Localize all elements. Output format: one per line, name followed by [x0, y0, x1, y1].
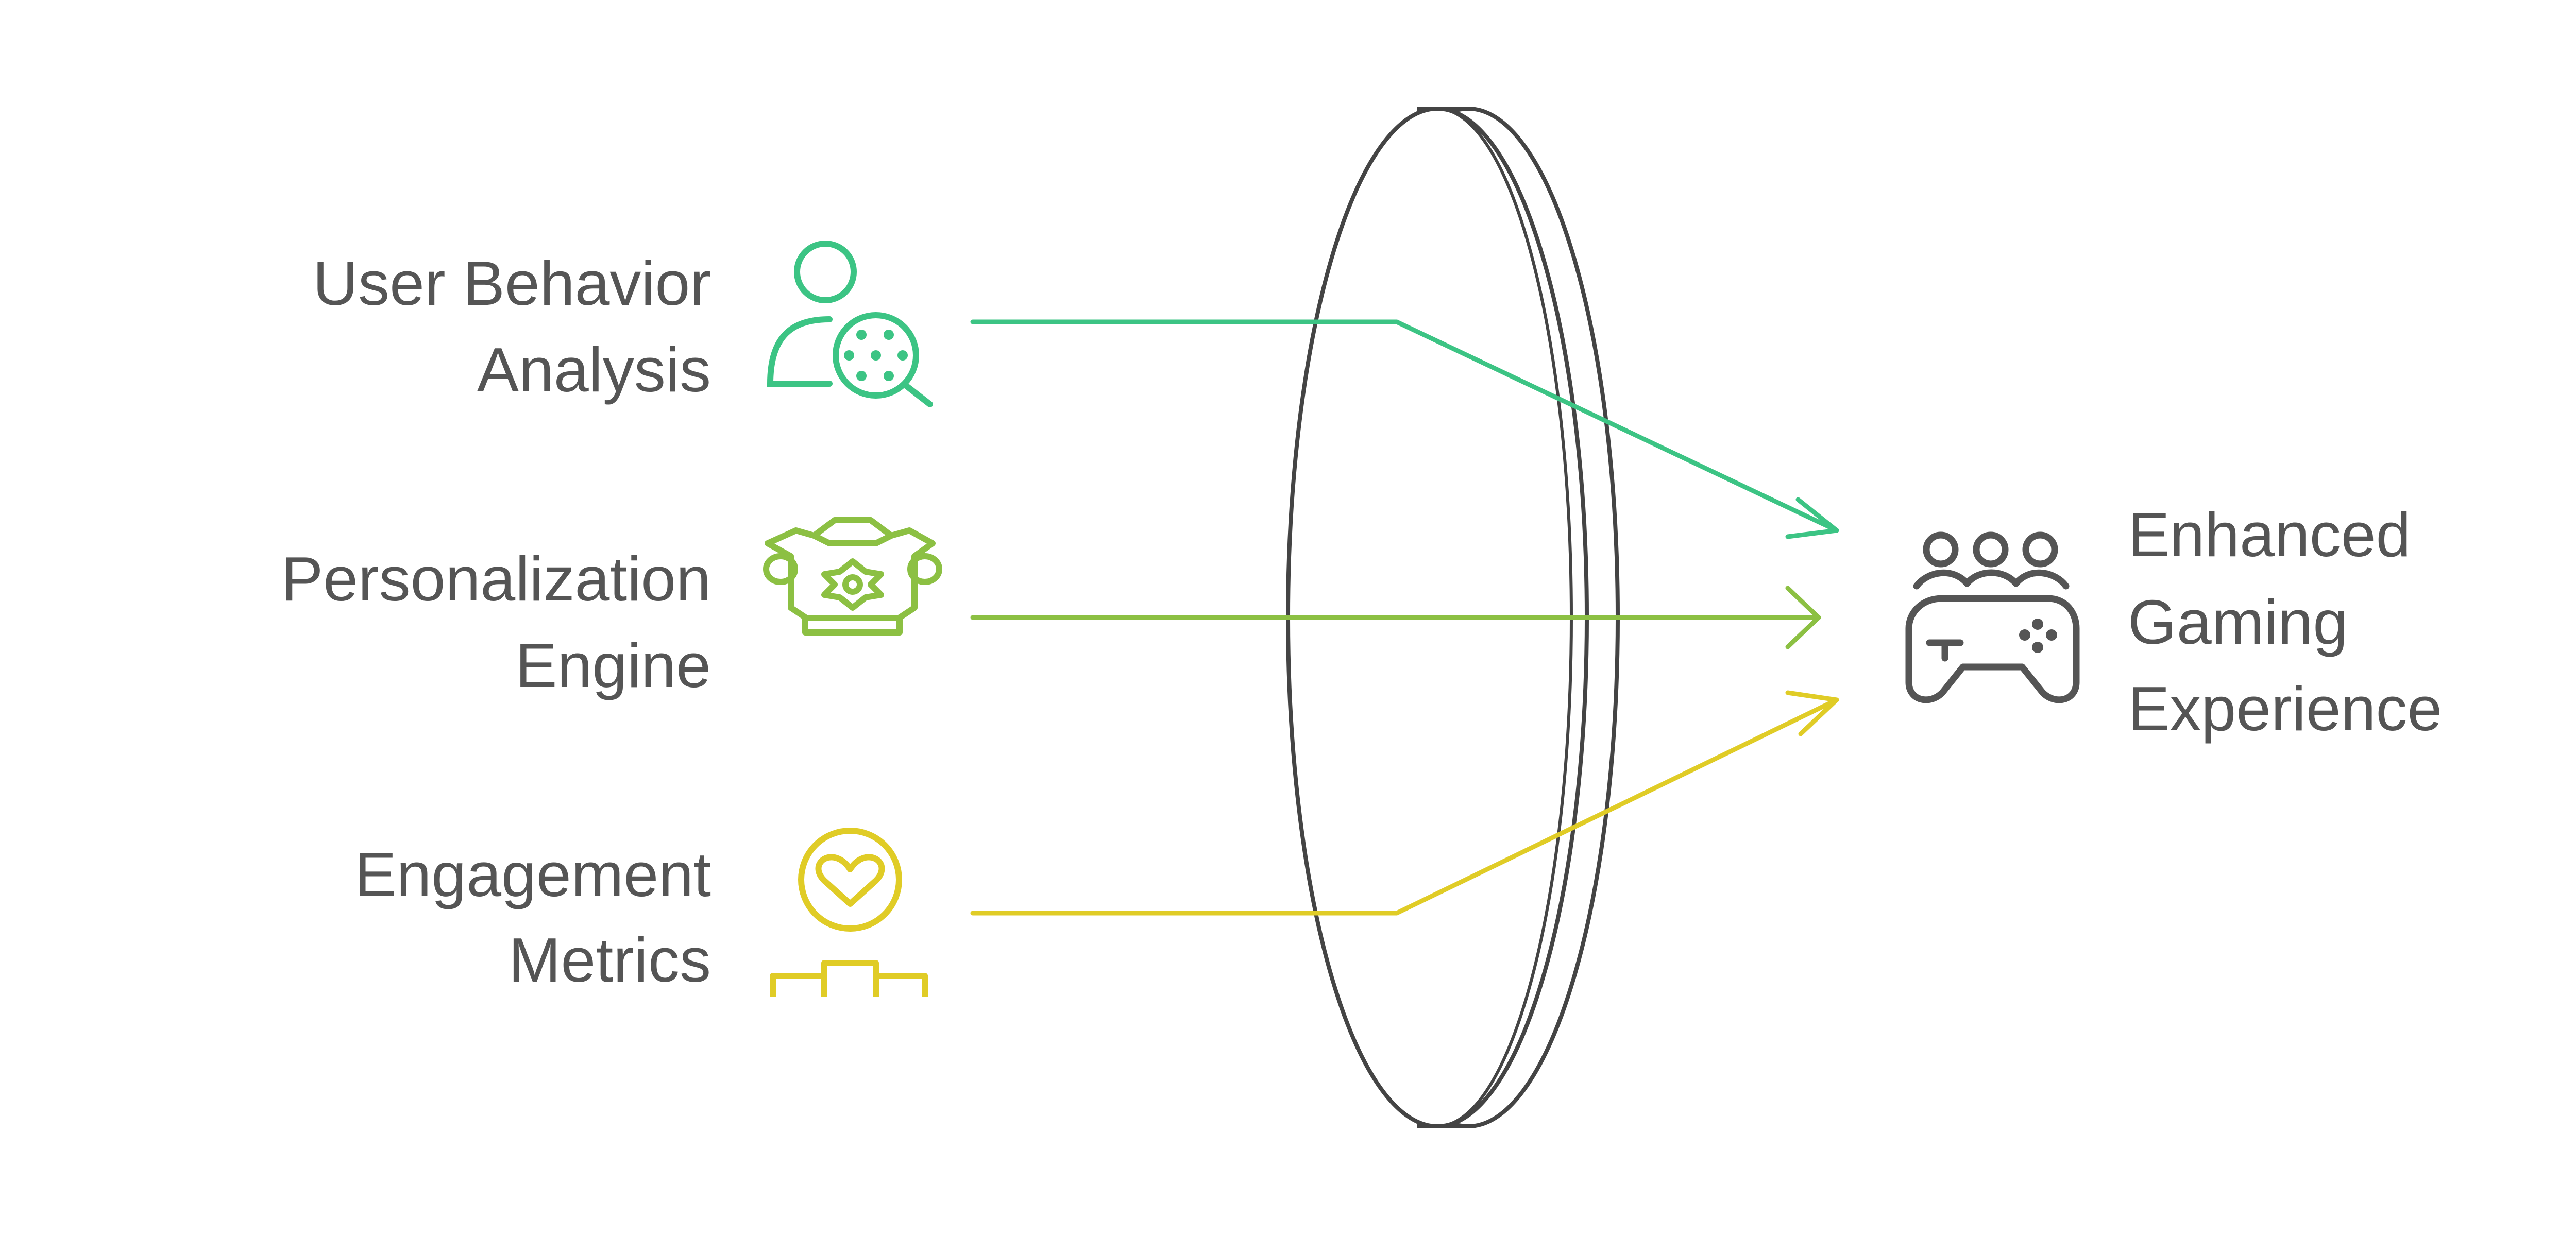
label-engagement-2: Metrics: [509, 925, 711, 995]
gamepad-players-icon: [1905, 531, 2080, 703]
label-user-behavior-1: User Behavior: [313, 248, 711, 318]
heart-podium-icon: [770, 828, 928, 997]
connector-engagement: [970, 697, 1839, 916]
arrowhead-user-behavior: [1785, 497, 1839, 539]
label-output-2: Gaming: [2128, 587, 2348, 657]
label-output-3: Experience: [2128, 674, 2442, 744]
arrowhead-personalization: [1785, 586, 1821, 649]
connector-user-behavior: [970, 319, 1839, 533]
label-output-1: Enhanced: [2128, 500, 2411, 570]
arrowhead-engagement: [1785, 690, 1839, 736]
label-user-behavior-2: Analysis: [477, 335, 711, 405]
label-engagement-1: Engagement: [354, 839, 711, 909]
label-personalization-1: Personalization: [281, 544, 711, 614]
user-analysis-icon: [767, 241, 933, 407]
label-personalization-2: Engine: [515, 630, 711, 700]
jersey-gear-icon: [763, 517, 942, 636]
